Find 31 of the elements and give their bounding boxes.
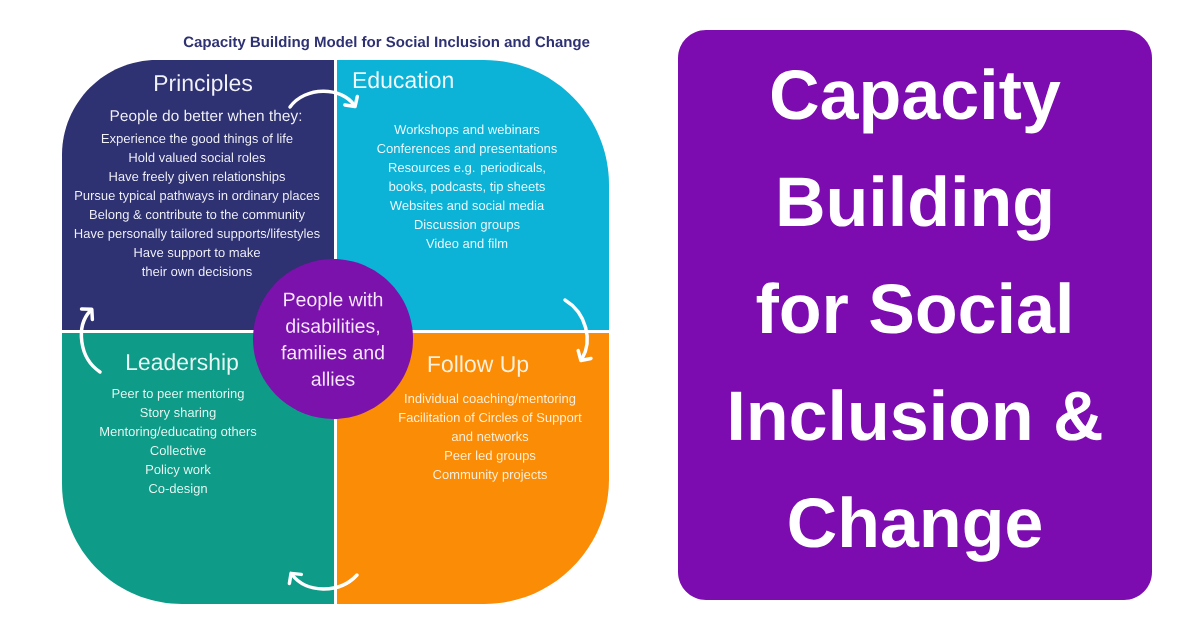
list-item: Pursue typical pathways in ordinary places <box>75 190 320 203</box>
list-item: Resources e.g. periodicals, books, podcasts, tip sheets <box>389 162 545 194</box>
curved-arrow <box>79 307 102 374</box>
list-item: Co-design <box>149 483 207 496</box>
list-item: Hold valued social roles <box>129 152 266 163</box>
list-item: Community projects <box>433 469 547 482</box>
list-item: Peer led groups <box>445 450 536 463</box>
curved-arrow <box>288 89 360 109</box>
list-item: Mentoring/educating others <box>100 426 257 439</box>
panel-heading: Leadership <box>127 353 238 375</box>
list-item: Collective <box>150 445 206 456</box>
list-item: Websites and social media <box>389 200 545 211</box>
list-item: Experience the good things of life <box>101 133 293 146</box>
panel-subheading: People do better when they: <box>110 109 302 125</box>
curved-arrow <box>563 298 593 363</box>
list-item: Discussion groups <box>414 219 520 232</box>
list-item: Conferences and presentations <box>377 143 557 156</box>
list-item: Have freely given relationships <box>109 171 285 184</box>
list-item: Have personally tailored supports/lifestyles <box>74 228 320 241</box>
panel-heading: Education <box>353 71 453 89</box>
list-item: Peer to peer mentoring <box>112 388 244 401</box>
panel-heading: Principles <box>155 74 252 96</box>
list-item: Workshops and webinars <box>394 124 540 137</box>
curved-arrow <box>287 571 359 591</box>
title-panel: Capacity Building for Social Inclusion & Change <box>678 30 1152 600</box>
list-item: Belong & contribute to the community <box>90 209 305 222</box>
panel-heading: Follow Up <box>428 355 529 377</box>
list-item: Story sharing <box>140 407 216 420</box>
list-item: Video and film <box>426 238 508 249</box>
list-item: Policy work <box>146 464 211 477</box>
diagram-title: Capacity Building Model for Social Inclusion and Change <box>183 36 590 51</box>
